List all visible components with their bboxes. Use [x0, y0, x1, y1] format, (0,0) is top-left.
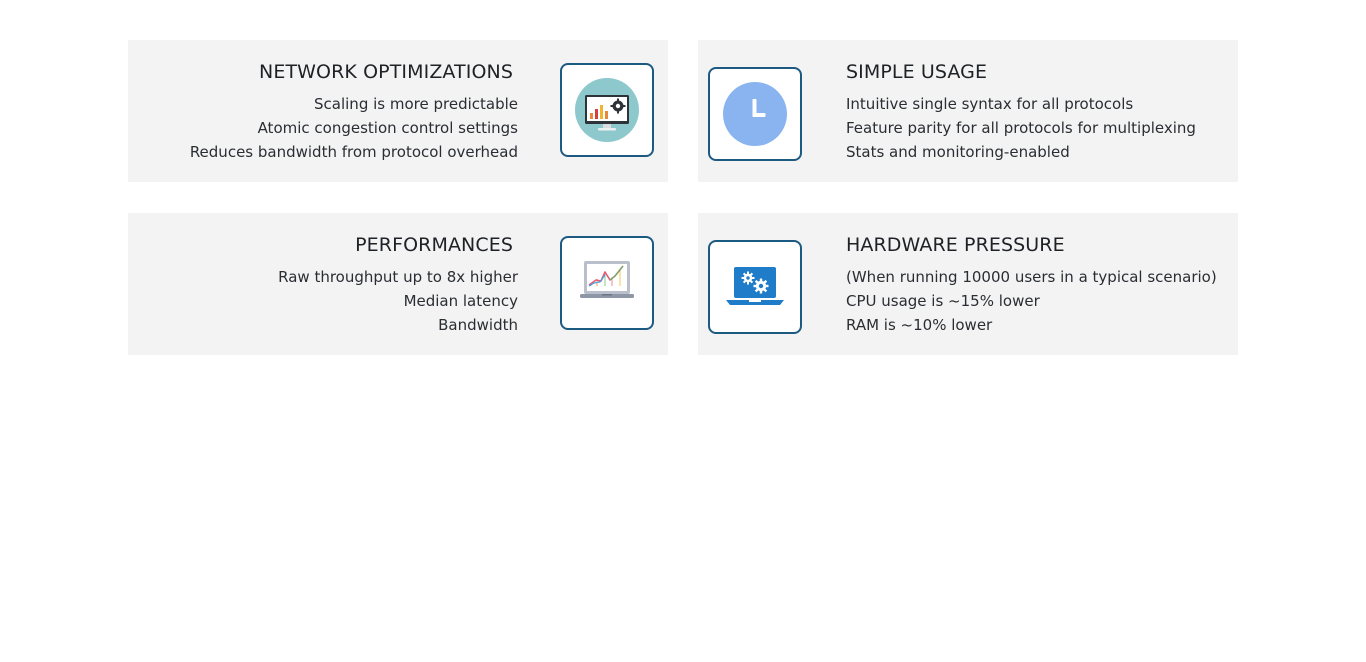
feature-line: Intuitive single syntax for all protocol…: [846, 95, 1134, 113]
laptop-gears-icon: [726, 267, 784, 305]
feature-line: (When running 10000 users in a typical s…: [846, 268, 1217, 286]
feature-icon-box: [708, 240, 802, 334]
feature-text: SIMPLE USAGE Intuitive single syntax for…: [846, 60, 1196, 164]
feature-text: HARDWARE PRESSURE (When running 10000 us…: [846, 233, 1217, 337]
feature-title: HARDWARE PRESSURE: [846, 234, 1065, 256]
clock-icon: [723, 82, 787, 146]
feature-line: Stats and monitoring-enabled: [846, 143, 1070, 161]
feature-title: SIMPLE USAGE: [846, 61, 988, 83]
feature-line: Feature parity for all protocols for mul…: [846, 119, 1196, 137]
feature-lines: (When running 10000 users in a typical s…: [846, 265, 1217, 337]
feature-card-performances: PERFORMANCES Raw throughput up to 8x hig…: [128, 213, 668, 355]
feature-line: Raw throughput up to 8x higher: [278, 268, 518, 286]
feature-icon-box: [560, 63, 654, 157]
feature-lines: Raw throughput up to 8x higher Median la…: [278, 265, 518, 337]
feature-line: RAM is ~10% lower: [846, 316, 993, 334]
feature-title: NETWORK OPTIMIZATIONS: [259, 61, 513, 83]
feature-line: Reduces bandwidth from protocol overhead: [189, 143, 518, 161]
feature-card-simple-usage: SIMPLE USAGE Intuitive single syntax for…: [698, 40, 1238, 182]
feature-icon-box: [708, 67, 802, 161]
feature-card-hardware-pressure: HARDWARE PRESSURE (When running 10000 us…: [698, 213, 1238, 355]
feature-title: PERFORMANCES: [355, 234, 513, 256]
feature-text: PERFORMANCES Raw throughput up to 8x hig…: [278, 233, 518, 337]
feature-lines: Scaling is more predictable Atomic conge…: [190, 92, 518, 164]
feature-line: Atomic congestion control settings: [257, 119, 518, 137]
feature-lines: Intuitive single syntax for all protocol…: [846, 92, 1196, 164]
feature-line: Median latency: [403, 292, 518, 310]
feature-line: Bandwidth: [438, 316, 518, 334]
feature-line: CPU usage is ~15% lower: [846, 292, 1040, 310]
feature-icon-box: [560, 236, 654, 330]
laptop-line-chart-icon: [580, 261, 634, 298]
feature-line: Scaling is more predictable: [314, 95, 518, 113]
monitor-chart-gear-icon: [575, 78, 639, 142]
feature-card-network-optimizations: NETWORK OPTIMIZATIONS Scaling is more pr…: [128, 40, 668, 182]
feature-text: NETWORK OPTIMIZATIONS Scaling is more pr…: [190, 60, 518, 164]
